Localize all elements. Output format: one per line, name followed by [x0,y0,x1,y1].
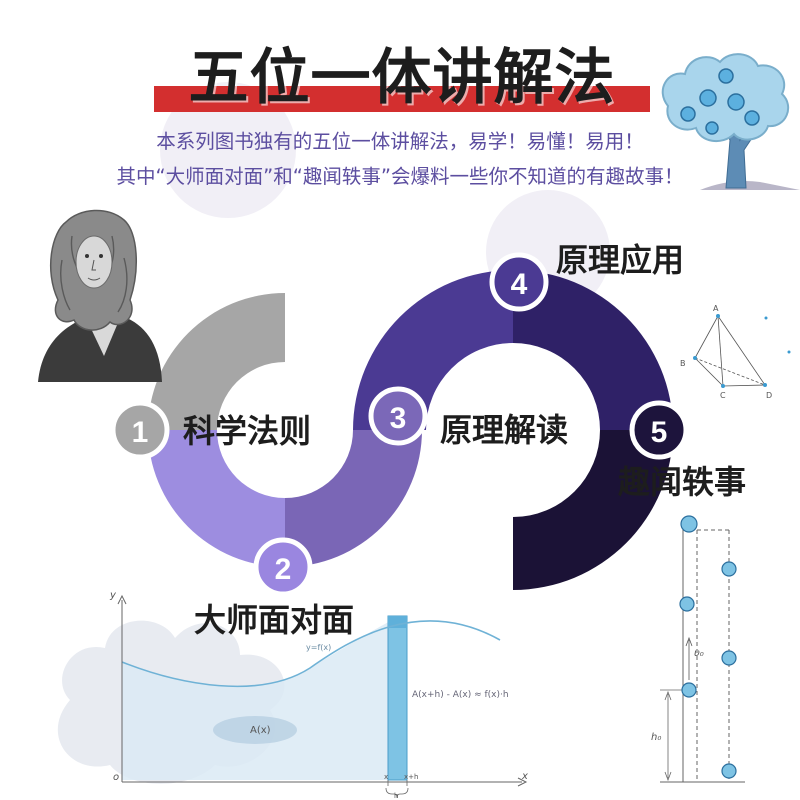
tick-x-label: x [384,773,388,781]
motion-diagram: υ₀ h₀ [651,515,745,783]
point-label-d: D [766,391,772,400]
step-label-4: 原理应用 [556,241,685,279]
subtitle-line-2: 其中“大师面对面”和“趣闻轶事”会爆料一些你不知道的有趣故事！ [116,165,684,188]
step-badge-5 [629,400,689,460]
step-badges: 1 2 3 4 5 [110,252,689,597]
title-underline-bar [154,86,650,112]
step-badge-1 [110,400,170,460]
brace-label: h [394,792,398,800]
axis-x-label: x [521,771,528,782]
page-title: 五位一体讲解法 [188,43,616,113]
area-under-curve [122,620,392,780]
axis-y-label: y [109,590,117,601]
ring-segment-light-purple [148,430,285,567]
step-number-4: 4 [511,268,528,301]
formula-label: A(x+h) - A(x) ≈ f(x)·h [412,690,509,700]
step-label-3: 原理解读 [440,411,569,449]
point-label-a: A [713,304,719,313]
step-label-1: 科学法则 [183,412,312,450]
step-label-2: 大师面对面 [194,601,355,639]
step-number-1: 1 [132,416,149,449]
bg-circle-left [160,82,296,218]
scientist-portrait [38,209,162,382]
ring-segment-mid-purple [285,430,422,567]
step-badge-2 [253,537,313,597]
apple-tree-icon [661,53,800,190]
height-label: h₀ [651,732,661,743]
function-curve [121,620,501,688]
step-badge-3 [368,386,428,446]
point-label-c: C [720,391,726,400]
area-label: A(x) [250,725,271,736]
title-block: 五位一体讲解法 [152,46,652,118]
origin-label: o [113,772,119,783]
calculus-graph: y x o y=f(x) A(x) A(x+h) - A(x) ≈ f(x)·h… [109,590,528,800]
velocity-label: υ₀ [694,648,704,659]
step-number-3: 3 [390,402,407,435]
rectangle-strip [387,615,408,781]
point-label-b: B [680,359,686,368]
step-badge-4 [489,252,549,312]
ring-segment-dark-purple [513,270,673,430]
ring-segment-darkest [513,430,673,590]
step-number-5: 5 [651,416,668,449]
ring-segment-gray [148,293,285,430]
curve-label: y=f(x) [306,643,331,652]
step-label-5: 趣闻轶事 [618,463,747,501]
geometry-figure: A B C D [680,304,791,400]
tick-xh-label: x+h [404,773,418,781]
subtitle-line-1: 本系列图书独有的五位一体讲解法，易学！易懂！易用！ [156,130,644,153]
step-number-2: 2 [275,553,292,586]
